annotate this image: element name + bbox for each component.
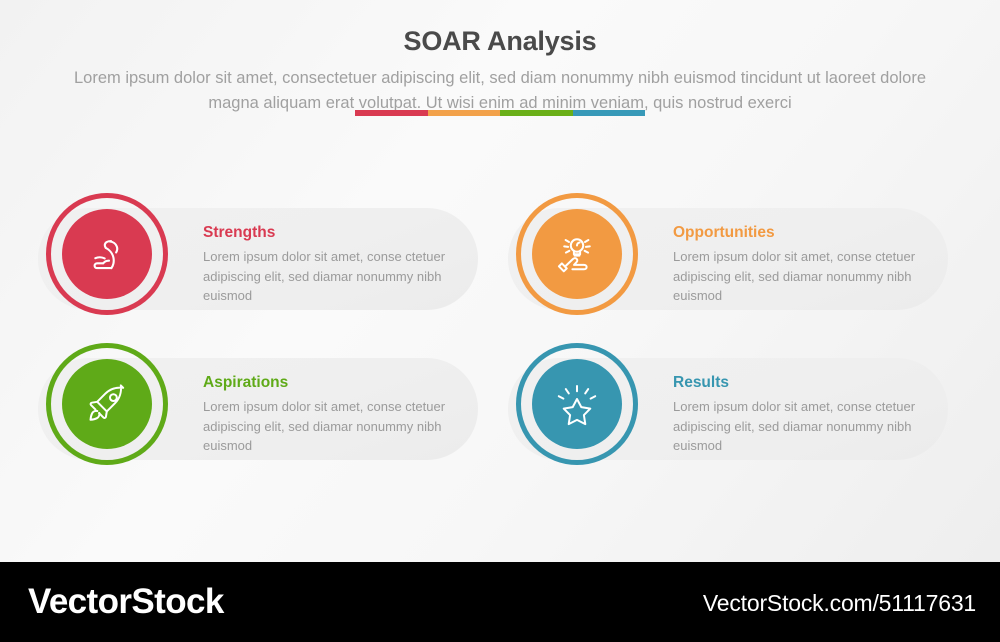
watermark-footer: VectorStock VectorStock.com/51117631	[0, 562, 1000, 642]
opportunities-badge	[516, 193, 638, 315]
quadrant-body: Lorem ipsum dolor sit amet, conse ctetue…	[203, 399, 446, 453]
quadrant-text: Opportunities Lorem ipsum dolor sit amet…	[673, 224, 943, 306]
quadrant-aspirations[interactable]: Aspirations Lorem ipsum dolor sit amet, …	[38, 343, 518, 470]
quadrant-grid: Strengths Lorem ipsum dolor sit amet, co…	[0, 193, 1000, 498]
rocket-icon	[62, 359, 152, 449]
quadrant-row-bottom: Aspirations Lorem ipsum dolor sit amet, …	[0, 343, 1000, 498]
hand-lightbulb-icon	[532, 209, 622, 299]
vectorstock-logo: VectorStock	[28, 582, 224, 621]
header: SOAR Analysis Lorem ipsum dolor sit amet…	[0, 22, 1000, 116]
quadrant-body: Lorem ipsum dolor sit amet, conse ctetue…	[673, 249, 916, 303]
quadrant-heading: Strengths	[203, 224, 276, 241]
accent-segment-blue	[572, 110, 645, 116]
accent-segment-orange	[427, 110, 500, 116]
quadrant-heading: Results	[673, 374, 729, 391]
accent-segment-green	[500, 110, 573, 116]
aspirations-badge	[46, 343, 168, 465]
page-title: SOAR Analysis	[403, 26, 597, 56]
quadrant-text: Strengths Lorem ipsum dolor sit amet, co…	[203, 224, 473, 306]
quadrant-heading: Aspirations	[203, 374, 289, 391]
quadrant-heading: Opportunities	[673, 224, 775, 241]
quadrant-row-top: Strengths Lorem ipsum dolor sit amet, co…	[0, 193, 1000, 348]
strengths-badge	[46, 193, 168, 315]
accent-color-bar	[355, 110, 645, 116]
results-badge	[516, 343, 638, 465]
artboard: SOAR Analysis Lorem ipsum dolor sit amet…	[0, 0, 1000, 562]
shining-star-icon	[532, 359, 622, 449]
quadrant-body: Lorem ipsum dolor sit amet, conse ctetue…	[203, 249, 446, 303]
flexed-bicep-icon	[62, 209, 152, 299]
vectorstock-url: VectorStock.com/51117631	[702, 590, 976, 616]
quadrant-text: Aspirations Lorem ipsum dolor sit amet, …	[203, 374, 473, 456]
quadrant-body: Lorem ipsum dolor sit amet, conse ctetue…	[673, 399, 916, 453]
quadrant-text: Results Lorem ipsum dolor sit amet, cons…	[673, 374, 943, 456]
accent-segment-red	[355, 110, 428, 116]
quadrant-strengths[interactable]: Strengths Lorem ipsum dolor sit amet, co…	[38, 193, 518, 320]
page-subtitle: Lorem ipsum dolor sit amet, consectetuer…	[73, 69, 927, 112]
quadrant-opportunities[interactable]: Opportunities Lorem ipsum dolor sit amet…	[508, 193, 988, 320]
quadrant-results[interactable]: Results Lorem ipsum dolor sit amet, cons…	[508, 343, 988, 470]
